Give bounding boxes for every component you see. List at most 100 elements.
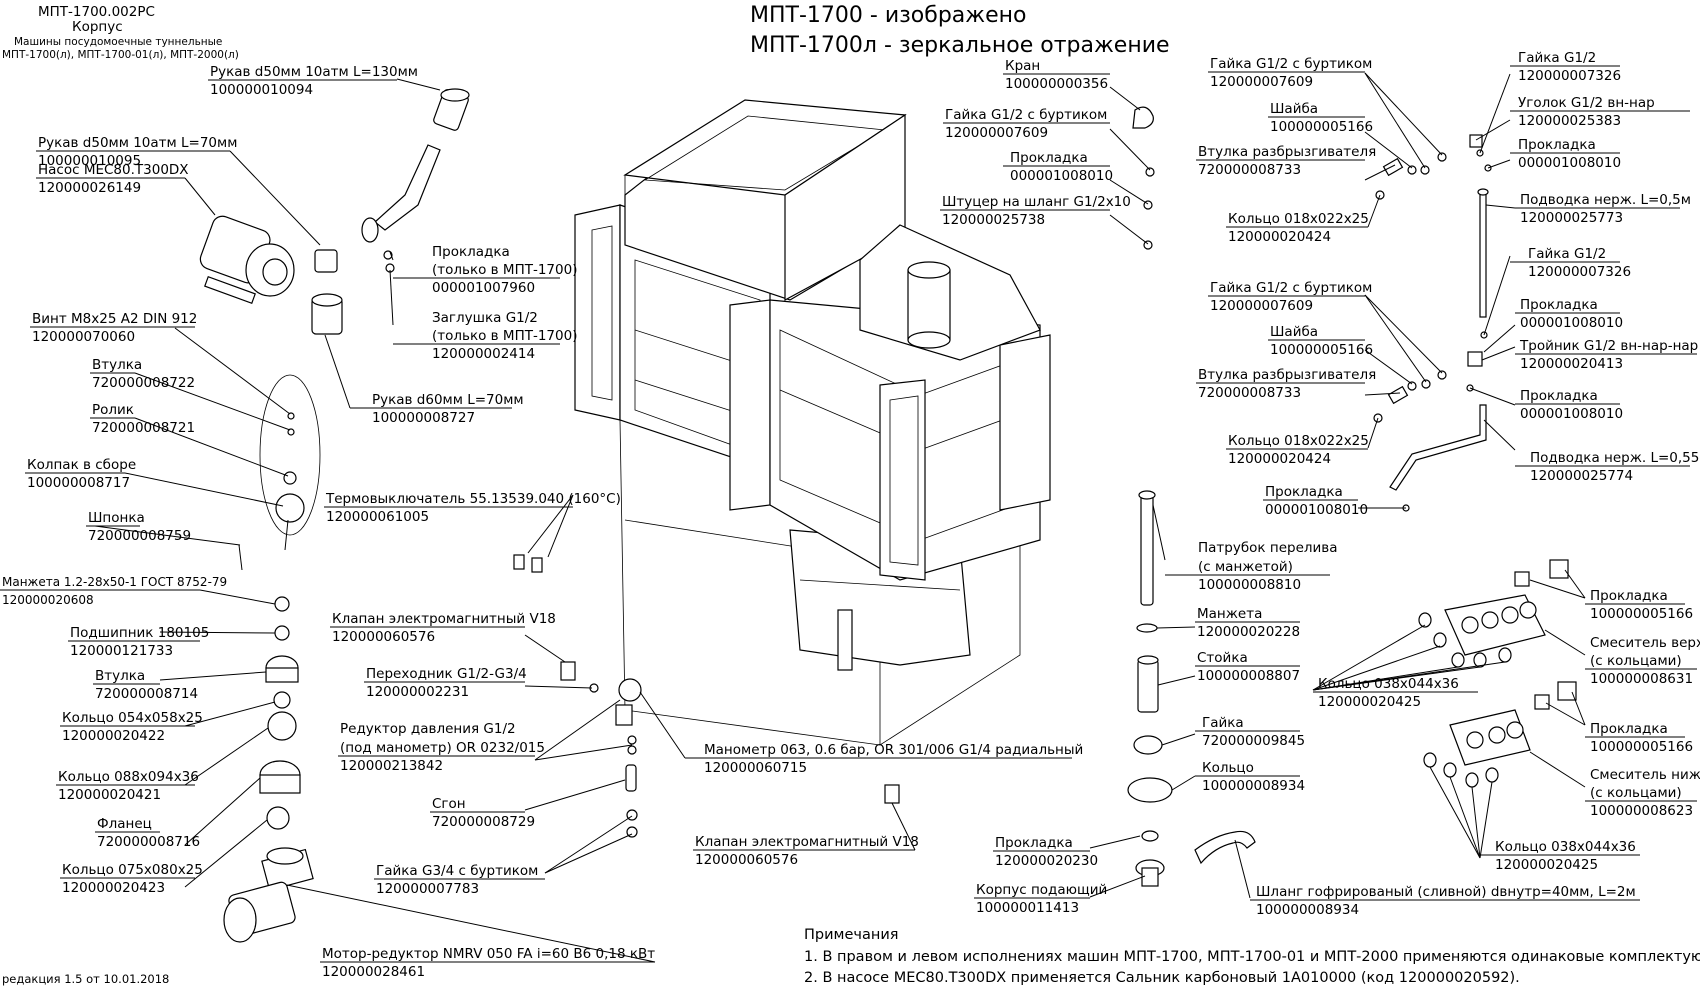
part-code: 120000020421 [58,787,161,803]
part-code: 000001007960 [432,280,535,296]
part-name: Клапан электромагнитный V18 [695,834,919,850]
part-name: Кран [1005,58,1040,74]
part-name: Подводка нерж. L=0,55м [1530,450,1700,466]
part-code: 000001008010 [1518,155,1621,171]
callout-p61: Прокладка 100000005166 [1585,721,1693,755]
callout-p55: Прокладка 120000020230 [993,835,1098,869]
part-code: 000001008010 [1520,315,1623,331]
part-name: Прокладка [1518,137,1596,153]
part-code: 100000005166 [1590,606,1693,622]
part-code: 120000020423 [62,880,165,896]
callout-p54: Кольцо 100000008934 [1195,760,1305,794]
callout-p21: Переходник G1/2-G3/4 120000002231 [364,666,527,700]
callout-p34: Втулка разбрызгивателя 720000008733 [1196,144,1376,178]
callout-p4: Прокладка (только в МПТ-1700) 0000010079… [393,244,577,296]
part-name: Мотор-редуктор NMRV 050 FA i=60 B6 0,18 … [322,946,655,962]
callout-p49: Прокладка 000001008010 [1263,484,1368,518]
part-code: 100000010095 [38,153,141,169]
callout-p15: Втулка 720000008714 [93,668,198,702]
motor-reducer-illustration [223,847,314,943]
part-name: Втулка разбрызгивателя [1198,144,1376,160]
callout-p30: Прокладка 000001008010 [1003,150,1113,184]
callout-p57: Шланг гофрированый (сливной) dвнутр=40мм… [1250,884,1640,918]
part-name-extra: (под манометр) OR 0232/015 [340,740,545,756]
part-code: 120000060715 [704,760,807,776]
part-name-extra: (с манжетой) [1198,559,1293,575]
part-name: Редуктор давления G1/2 [340,721,516,737]
part-code: 100000005166 [1270,342,1373,358]
part-name: Рукав d50мм 10атм L=70мм [38,135,237,151]
doc-code: МПТ-1700.002РС [38,4,155,20]
callout-p40: Гайка G1/2 с буртиком 120000007609 [1208,280,1372,314]
part-code: 100000005166 [1270,119,1373,135]
revision-label: редакция 1.5 от 10.01.2018 [2,972,169,986]
part-name: Переходник G1/2-G3/4 [366,666,527,682]
part-name-extra: (только в МПТ-1700) [432,262,577,278]
part-code: 720000008759 [88,528,191,544]
callout-p58: Кольцо 038x044x36 120000020425 [1313,676,1478,710]
callout-p26: Манометр 063, 0.6 бар, OR 301/006 G1/4 р… [685,742,1083,776]
part-name: Шайба [1270,101,1318,117]
part-name: Стойка [1197,650,1248,666]
part-name: Гайка G1/2 с буртиком [945,107,1107,123]
callout-p8: Ролик 720000008721 [90,402,195,436]
part-name: Кольцо 018x022x25 [1228,433,1369,449]
callout-p37: Уголок G1/2 вн-нар 120000025383 [1510,95,1690,129]
part-name: Штуцер на шланг G1/2x10 [942,194,1131,210]
notes-heading: Примечания [804,927,898,943]
part-name: Термовыключатель 55.13539.040 (160°С) [325,491,621,507]
part-name: Прокладка [1265,484,1343,500]
callout-p24: Гайка G3/4 с буртиком 120000007783 [374,863,545,897]
callout-p6: Винт M8x25 A2 DIN 912 120000070060 [30,311,197,345]
mixer-upper-illustration [1418,559,1569,668]
part-name: Рукав d60мм L=70мм [372,392,524,408]
part-name: Гайка G1/2 с буртиком [1210,56,1372,72]
part-name: Прокладка [1590,721,1668,737]
part-code: 000001008010 [1010,168,1113,184]
note-1: 1. В правом и левом исполнениях машин МП… [804,949,1700,965]
mixer-lower-illustration [1423,681,1577,788]
part-name-extra: (только в МПТ-1700) [432,328,577,344]
callout-p33: Шайба 100000005166 [1268,101,1373,135]
part-name: Колпак в сборе [27,457,136,473]
part-name: Шпонка [88,510,145,526]
callout-p50: Патрубок перелива (с манжетой) 100000008… [1165,540,1338,593]
part-name: Корпус подающий [976,882,1107,898]
part-code: 720000008716 [97,834,200,850]
callout-p25: Мотор-редуктор NMRV 050 FA i=60 B6 0,18 … [320,946,655,980]
part-labels: Рукав d50мм 10атм L=130мм 100000010094 Р… [0,50,1700,980]
part-name: Манометр 063, 0.6 бар, OR 301/006 G1/4 р… [704,742,1083,758]
part-name: Ролик [92,402,134,418]
callout-p19: Кольцо 075x080x25 120000020423 [60,862,203,896]
callout-p36: Гайка G1/2 120000007326 [1510,50,1621,84]
callout-p16: Кольцо 054x058x25 120000020422 [60,710,203,744]
part-code: 120000007609 [1210,74,1313,90]
part-code: 000001008010 [1520,406,1623,422]
notes-block: Примечания 1. В правом и левом исполнени… [804,927,1700,986]
part-code: 120000020424 [1228,229,1331,245]
part-name-extra: (с кольцами) [1590,653,1682,669]
pump-illustration [199,215,295,305]
callout-p60: Смеситель верхний (с кольцами) 100000008… [1585,635,1700,687]
leader-lines [94,72,1586,963]
callout-p13: Манжета 1.2-28x50-1 ГОСТ 8752-79 1200000… [0,575,227,607]
doc-desc1: Машины посудомоечные туннельные [14,36,222,48]
callout-p28: Кран 100000000356 [1003,58,1110,92]
machine-body [574,99,1051,746]
part-code: 120000121733 [70,643,173,659]
part-code: 120000025383 [1518,113,1621,129]
callout-p1: Рукав d50мм 10атм L=130мм 100000010094 [208,64,418,98]
callout-p38: Прокладка 000001008010 [1510,137,1621,171]
part-code: 120000020413 [1520,356,1623,372]
doc-desc2: МПТ-1700(л), МПТ-1700-01(л), МПТ-2000(л) [2,49,239,61]
part-code: 100000008717 [27,475,130,491]
part-code: 120000070060 [32,329,135,345]
part-name: Смеситель верхний [1590,635,1700,651]
part-code: 100000000356 [1005,76,1108,92]
part-code: 120000007326 [1518,68,1621,84]
part-code: 100000008807 [1197,668,1300,684]
part-code: 720000008714 [95,686,198,702]
callout-p63: Кольцо 038x044x36 120000020425 [1480,839,1640,873]
part-code: 100000008934 [1256,902,1359,918]
